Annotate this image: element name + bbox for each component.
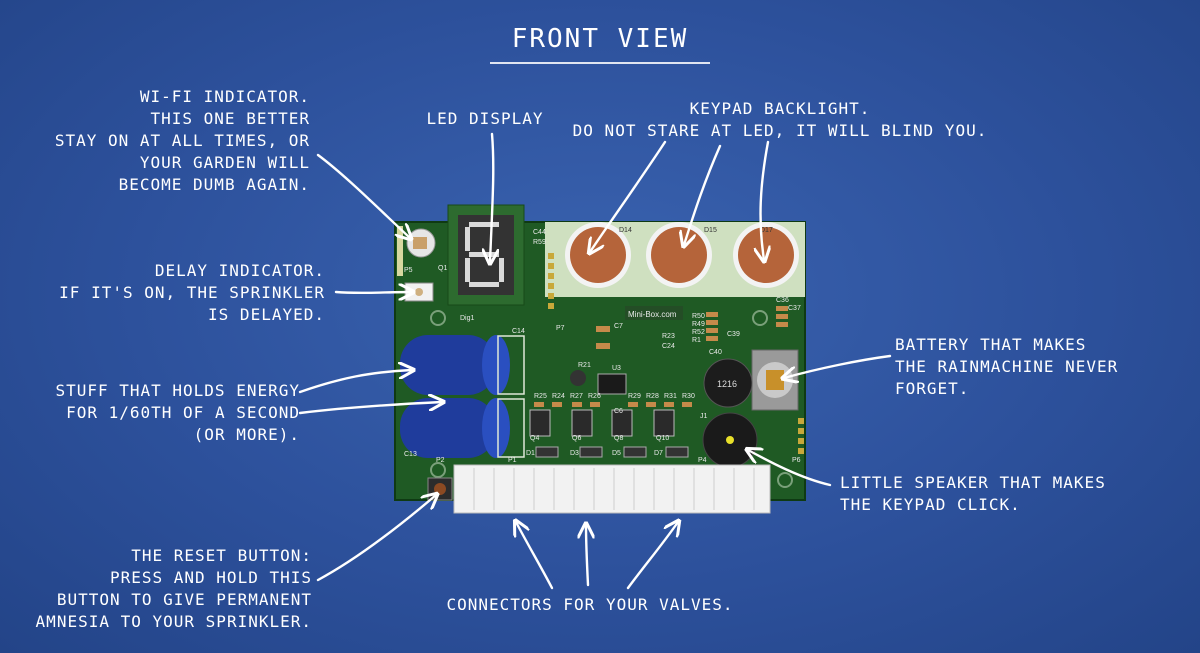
- arrow-connector-2: [586, 525, 588, 587]
- silk-u3: U3: [612, 365, 621, 372]
- silk-q6: Q6: [572, 435, 581, 442]
- silk-c39: C39: [727, 331, 740, 338]
- silk-d3: D3: [570, 450, 579, 457]
- battery-label: 1216: [717, 379, 737, 389]
- brand-label: Mini-Box.com: [628, 310, 677, 319]
- capacitors-note: STUFF THAT HOLDS ENERGY FOR 1/60TH OF A …: [55, 381, 300, 444]
- arrow-wifi: [316, 153, 410, 238]
- silk-r28: R28: [646, 393, 659, 400]
- silk-c40: C40: [709, 349, 722, 356]
- reset-button-note: THE RESET BUTTON: PRESS AND HOLD THIS BU…: [35, 546, 312, 631]
- silk-j1: J1: [700, 413, 708, 420]
- silk-p5: P5: [404, 267, 413, 274]
- arrow-keypad-1: [590, 140, 667, 252]
- arrow-keypad-3: [761, 140, 768, 260]
- silk-r24: R24: [552, 393, 565, 400]
- battery-note: BATTERY THAT MAKES THE RAINMACHINE NEVER…: [895, 335, 1119, 398]
- coin-cell: [703, 358, 753, 408]
- silk-d5: D5: [612, 450, 621, 457]
- capacitor-top: [400, 335, 510, 395]
- arrow-capacitor-1: [298, 370, 412, 394]
- silk-d1: D1: [526, 450, 535, 457]
- silk-q8: Q8: [614, 435, 623, 442]
- silk-d7: D7: [654, 450, 663, 457]
- silk-r27: R27: [570, 393, 583, 400]
- delay-indicator-note: DELAY INDICATOR. IF IT'S ON, THE SPRINKL…: [59, 261, 325, 324]
- silk-q10: Q10: [656, 435, 669, 442]
- silk-r25: R25: [534, 393, 547, 400]
- silk-c44: C44: [533, 229, 546, 236]
- speaker-note: LITTLE SPEAKER THAT MAKES THE KEYPAD CLI…: [840, 473, 1106, 514]
- silk-c24: C24: [662, 343, 675, 350]
- arrow-connector-3: [626, 522, 678, 590]
- wifi-indicator-note: WI-FI INDICATOR. THIS ONE BETTER STAY ON…: [54, 87, 310, 194]
- silk-r29: R29: [628, 393, 641, 400]
- silk-d14: D14: [619, 227, 632, 234]
- silk-q4: Q4: [530, 435, 539, 442]
- arrow-delay: [334, 292, 412, 293]
- capacitor-bottom: [400, 398, 510, 458]
- ic-chip: [597, 373, 627, 395]
- silk-p1: P1: [508, 457, 517, 464]
- title-underline: [490, 62, 710, 64]
- silk-r23: R23: [662, 333, 675, 340]
- silk-r59: R59: [533, 239, 546, 246]
- silk-r30: R30: [682, 393, 695, 400]
- silk-c6: C6: [614, 408, 623, 415]
- silk-c37: C37: [788, 305, 801, 312]
- silk-p7: P7: [556, 325, 565, 332]
- led-display-note: LED DISPLAY: [426, 109, 544, 128]
- silk-q1: Q1: [438, 265, 447, 272]
- silk-dig1: Dig1: [460, 315, 475, 322]
- silk-r49: R49: [692, 321, 705, 328]
- keypad-backlight-note: KEYPAD BACKLIGHT. DO NOT STARE AT LED, I…: [572, 99, 988, 140]
- silk-r21: R21: [578, 362, 591, 369]
- connectors-note: CONNECTORS FOR YOUR VALVES.: [446, 595, 734, 614]
- silk-r50: R50: [692, 313, 705, 320]
- arrow-speaker: [748, 450, 832, 487]
- silk-r1: R1: [692, 337, 701, 344]
- silk-d15: D15: [704, 227, 717, 234]
- silk-p2: P2: [436, 457, 445, 464]
- valve-connector-strip: [453, 464, 771, 514]
- silk-p4: P4: [698, 457, 707, 464]
- arrow-reset: [316, 495, 436, 582]
- silk-c13: C13: [404, 451, 417, 458]
- silk-c14: C14: [512, 328, 525, 335]
- silk-d17: D17: [760, 227, 773, 234]
- arrow-keypad-2: [684, 144, 722, 245]
- left-header: [397, 226, 403, 276]
- silk-r26: R26: [588, 393, 601, 400]
- silk-c7: C7: [614, 323, 623, 330]
- arrow-connector-1: [516, 522, 554, 590]
- arrow-led-display: [490, 132, 493, 262]
- arrow-capacitor-2: [298, 402, 442, 415]
- silk-r52: R52: [692, 329, 705, 336]
- silk-r31: R31: [664, 393, 677, 400]
- silk-p6: P6: [792, 457, 801, 464]
- silk-c36: C36: [776, 297, 789, 304]
- page-title: FRONT VIEW: [511, 24, 689, 54]
- arrow-battery: [784, 354, 892, 378]
